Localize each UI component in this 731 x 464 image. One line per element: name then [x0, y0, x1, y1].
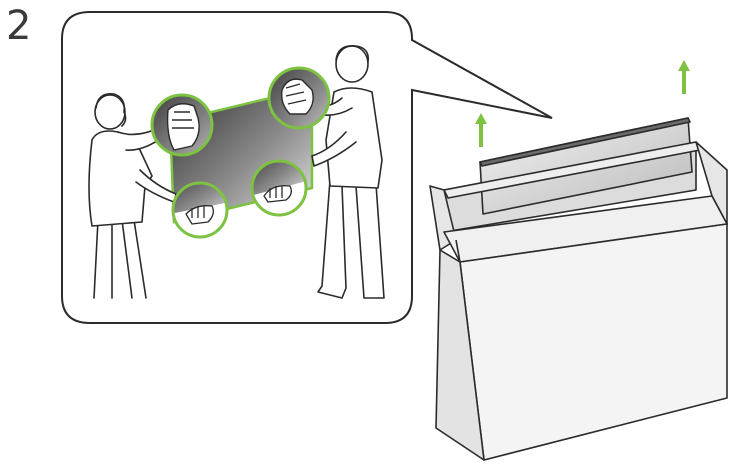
- up-arrow-icon: [475, 113, 487, 147]
- tv-box: [430, 118, 727, 460]
- box-front-face: [460, 224, 727, 460]
- up-arrow-icon: [678, 60, 690, 94]
- hand-grip-icon: [168, 104, 200, 150]
